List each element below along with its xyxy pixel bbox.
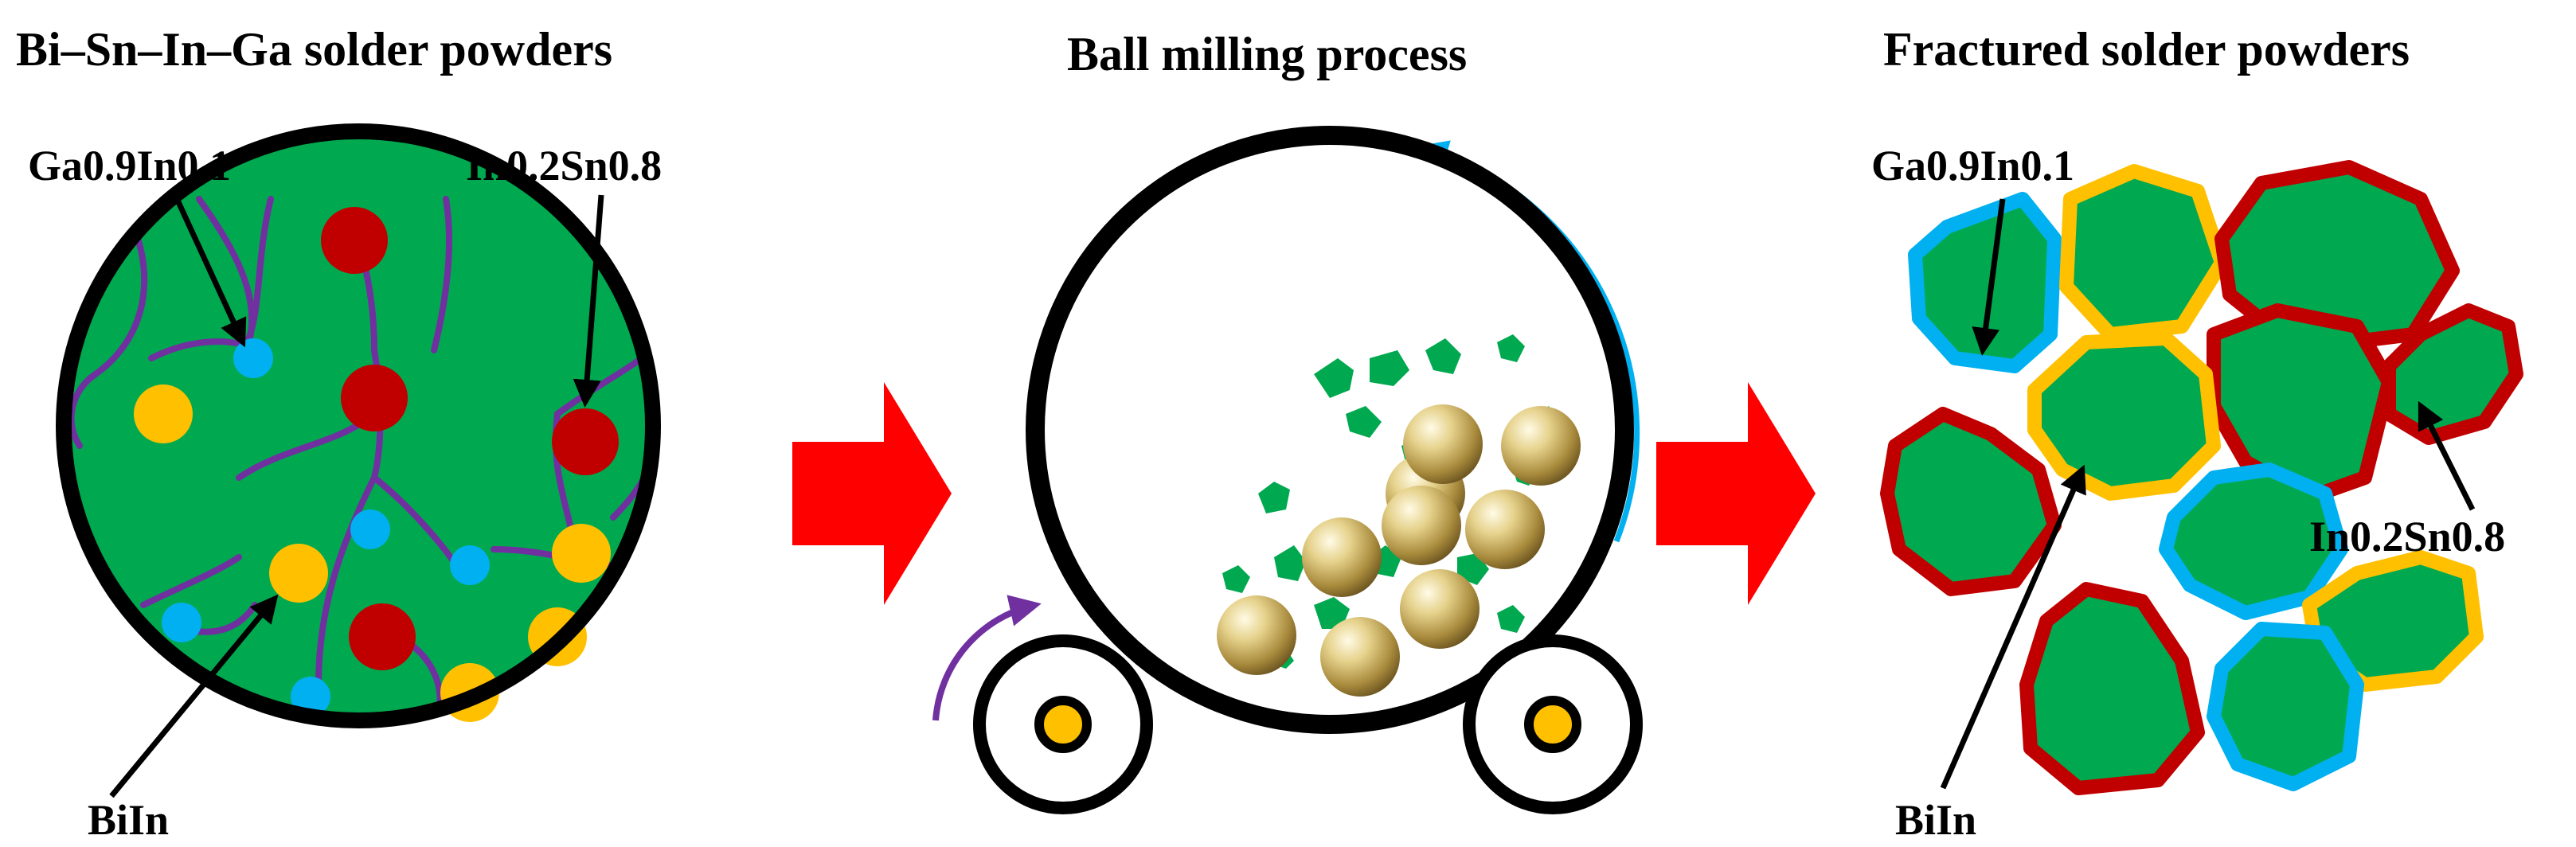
fragment-ga-in xyxy=(2159,463,2348,620)
middle-panel-title: Ball milling process xyxy=(1067,28,1467,80)
milling-ball-icon xyxy=(1217,595,1296,675)
in-sn-phase xyxy=(321,207,619,670)
milling-ball-icon xyxy=(1465,490,1545,569)
left-label-biin: BiIn xyxy=(88,796,169,844)
left-leader-biin xyxy=(109,594,279,798)
right-label-in-sn: In0.2Sn0.8 xyxy=(2309,513,2505,560)
left-panel-title: Bi–Sn–In–Ga solder powders xyxy=(16,23,612,76)
left-leader-ga-in xyxy=(172,193,247,348)
fragment-biin xyxy=(2059,164,2229,342)
milling-ball-icon xyxy=(1320,617,1400,697)
roller-left xyxy=(973,634,1153,814)
particle-outline xyxy=(56,123,661,728)
right-panel: Fractured solder powders Ga0.9In0.1 In0.… xyxy=(1871,23,2523,844)
left-panel: Bi–Sn–In–Ga solder powders xyxy=(16,23,662,844)
milling-balls xyxy=(1217,404,1581,697)
left-leader-in-sn xyxy=(573,194,604,408)
right-panel-title: Fractured solder powders xyxy=(1883,23,2410,76)
fragment-in-sn xyxy=(2214,160,2460,349)
right-leader-biin xyxy=(1940,464,2086,790)
right-label-ga-in: Ga0.9In0.1 xyxy=(1871,142,2074,189)
middle-panel: Ball milling process xyxy=(932,28,1643,814)
milling-ball-icon xyxy=(1302,517,1382,597)
milling-ball-icon xyxy=(1400,569,1480,649)
fragment-in-sn xyxy=(1880,407,2062,596)
right-label-biin: BiIn xyxy=(1895,796,1976,844)
milling-ball-icon xyxy=(1403,404,1483,484)
milling-ball-icon xyxy=(1501,406,1581,486)
roller-axle xyxy=(1034,696,1092,753)
fragment-biin xyxy=(2027,331,2221,501)
process-arrow-icon xyxy=(1656,382,1816,605)
fractured-powders xyxy=(1880,160,2523,795)
fragment-in-sn xyxy=(2019,582,2205,795)
rotation-arrow-icon xyxy=(932,595,1042,721)
fragment-ga-in xyxy=(1908,192,2062,373)
ga-in-phase xyxy=(162,338,490,716)
solder-particle xyxy=(56,123,661,728)
fragment-ga-in xyxy=(2207,622,2364,791)
right-leader-in-sn xyxy=(2418,400,2476,511)
left-label-ga-in: Ga0.9In0.1 xyxy=(28,142,231,189)
milling-ball-icon xyxy=(1382,486,1461,565)
left-label-in-sn: In0.2Sn0.8 xyxy=(466,142,662,189)
fragment-in-sn xyxy=(2207,303,2396,505)
roller-right xyxy=(1463,634,1643,814)
roller-axle xyxy=(1524,696,1581,753)
process-arrow-icon xyxy=(792,382,952,605)
right-leader-ga-in xyxy=(1972,198,2006,356)
